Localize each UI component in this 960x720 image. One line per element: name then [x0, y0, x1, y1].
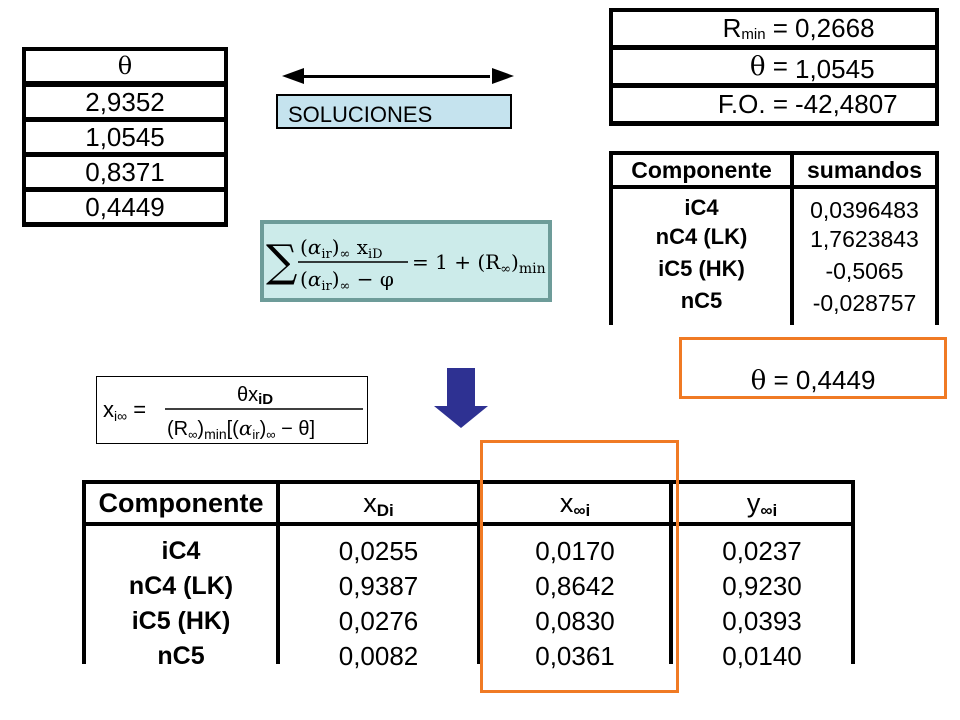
soluciones-label: SOLUCIONES — [276, 94, 512, 129]
theta-root-4: 0,4449 — [26, 192, 224, 222]
sumandos-table: Componente sumandos iC4 nC4 (LK) iC5 (HK… — [609, 151, 939, 329]
arrow-right-icon — [492, 68, 514, 84]
list-item: 1,7623843 — [810, 226, 919, 252]
sumandos-values: 0,0396483 1,7623843 -0,5065 -0,028757 — [794, 189, 935, 329]
list-item: iC5 (HK) — [658, 256, 745, 281]
list-item: nC4 (LK) — [655, 224, 748, 249]
fo-value: -42,4807 — [789, 88, 935, 121]
xinf-column: 0,0170 0,8642 0,0830 0,0361 — [481, 526, 669, 671]
table-cell: 0,0170 — [535, 536, 615, 566]
theta-result-value: 0,4449 — [795, 365, 876, 395]
table-cell: 0,0830 — [535, 606, 615, 636]
theta-symbol: θ — [750, 366, 767, 396]
list-item: -0,028757 — [812, 290, 917, 316]
table-cell: 0,0276 — [338, 606, 419, 636]
header-xdi: xDi — [280, 484, 477, 522]
theta-root-2: 1,0545 — [26, 122, 224, 152]
sumandos-components: iC4 nC4 (LK) iC5 (HK) nC5 — [613, 189, 790, 327]
table-cell: nC5 — [157, 642, 205, 670]
table-cell: 0,0237 — [722, 536, 802, 566]
x-inf-formula: xi∞ = θxiD (R∞)min[(αir)∞ − θ] — [96, 376, 368, 444]
table-cell: iC4 — [161, 537, 201, 565]
theta-root-1: 2,9352 — [26, 87, 224, 117]
table-cell: 0,0361 — [535, 641, 615, 671]
table-cell: nC4 (LK) — [128, 572, 234, 600]
xdi-column: 0,0255 0,9387 0,0276 0,0082 — [280, 526, 477, 671]
header-xinf: x∞i — [481, 484, 669, 522]
theta-value: 1,0545 — [789, 50, 935, 84]
sumandos-header-component: Componente — [613, 155, 790, 185]
table-cell: 0,8642 — [535, 571, 615, 601]
theta-root-3: 0,8371 — [26, 157, 224, 187]
down-arrow-icon — [447, 368, 475, 408]
table-cell: 0,0255 — [338, 536, 419, 566]
components-column: iC4 nC4 (LK) iC5 (HK) nC5 — [86, 526, 276, 670]
list-item: -0,5065 — [825, 258, 904, 284]
header-yinf: y∞i — [673, 484, 851, 522]
arrow-left-icon — [282, 68, 304, 84]
eq1-denominator: (αir)∞ − φ — [300, 267, 394, 294]
sum-symbol: ∑ — [266, 236, 297, 287]
theta-header: θ — [26, 51, 224, 81]
table-cell: 0,9230 — [722, 571, 802, 601]
list-item: iC4 — [684, 195, 719, 220]
formula-lhs: xi∞ = — [103, 397, 146, 424]
list-item: 0,0396483 — [810, 197, 919, 223]
table-cell: 0,0140 — [722, 641, 802, 671]
table-cell: 0,0393 — [722, 606, 802, 636]
down-arrow-head — [434, 406, 488, 428]
table-cell: 0,9387 — [338, 571, 419, 601]
eq1-rhs: = 1 + (R∞)min — [412, 250, 546, 277]
sumandos-header-value: sumandos — [794, 155, 935, 185]
formula-numerator: θxiD — [237, 384, 273, 408]
list-item: nC5 — [680, 288, 723, 313]
rmin-value: 0,2668 — [789, 12, 935, 45]
eq1-numerator: (αir)∞ xiD — [300, 235, 383, 262]
main-results-table: Componente xDi x∞i y∞i iC4 nC4 (LK) iC5 … — [82, 480, 855, 671]
rmin-label: Rmin = — [613, 12, 794, 45]
table-cell: 0,0082 — [338, 641, 419, 671]
table-cell: iC5 (HK) — [131, 607, 231, 635]
theta-roots-table: θ 2,9352 1,0545 0,8371 0,4449 — [22, 47, 228, 227]
underwood-equation: ∑ (αir)∞ xiD (αir)∞ − φ = 1 + (R∞)min — [260, 220, 552, 302]
theta-label: θ = — [613, 50, 794, 83]
xinf-highlight-frame — [480, 440, 679, 693]
yinf-column: 0,0237 0,9230 0,0393 0,0140 — [673, 526, 851, 671]
header-component: Componente — [86, 484, 276, 522]
fo-label: F.O. = — [613, 88, 794, 121]
formula-denominator: (R∞)min[(αir)∞ − θ] — [167, 416, 315, 442]
theta-result-box: θ = 0,4449 — [679, 337, 947, 399]
double-arrow-shaft — [300, 75, 490, 78]
